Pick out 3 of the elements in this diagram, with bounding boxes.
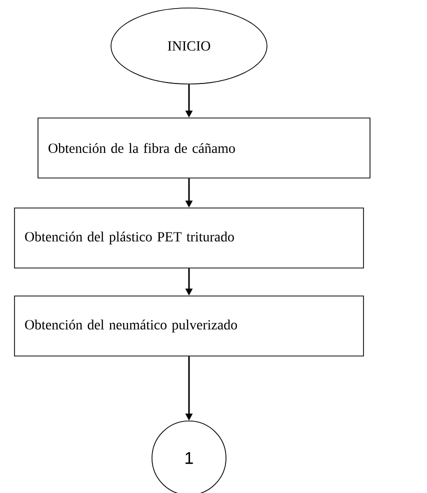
process-box: Obtención del neumático pulverizado [14, 296, 364, 356]
process-box: Obtención del plástico PET triturado [14, 208, 364, 268]
process-box: Obtención de la fibra de cáñamo [38, 118, 370, 178]
